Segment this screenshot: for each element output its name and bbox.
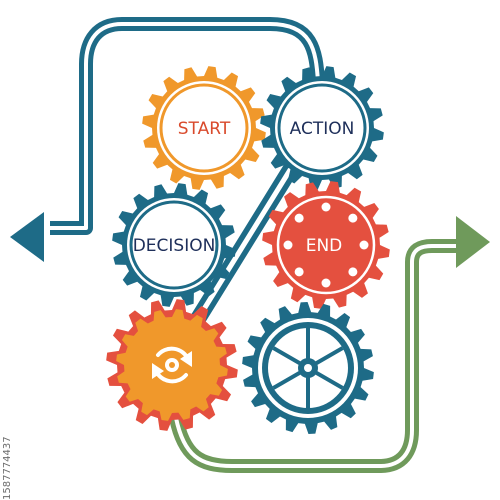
start-label: START [178, 119, 231, 139]
gear-body [262, 181, 390, 309]
gear-face [129, 200, 219, 290]
refresh-gear [106, 299, 238, 431]
gear-face [159, 83, 249, 173]
gear-dot [294, 267, 304, 277]
green-flow-band [169, 239, 462, 473]
stock-id-watermark: 1587774437 [2, 436, 13, 500]
gear-dot [359, 240, 369, 250]
gear-dot [283, 240, 293, 250]
gear-dot [321, 202, 331, 212]
arrow-left-icon [10, 212, 44, 262]
teal-flow-band [50, 17, 325, 235]
teal-diagonal-band [188, 162, 298, 330]
gear-face [277, 83, 367, 173]
wheel-gear [242, 302, 374, 434]
action-gear [260, 66, 384, 190]
end-gear [262, 181, 390, 309]
decision-label: DECISION [133, 236, 216, 256]
action-label: ACTION [290, 119, 355, 139]
refresh-icon [152, 346, 192, 384]
gear-dot [321, 278, 331, 288]
gear-dot [294, 213, 304, 223]
start-gear [142, 66, 266, 190]
gear-dot [348, 267, 358, 277]
decision-gear [112, 183, 236, 307]
gear-dot [348, 213, 358, 223]
end-label: END [306, 236, 343, 256]
gear-inner-ring [276, 195, 376, 295]
spoked-wheel-icon [272, 328, 344, 408]
arrow-right-icon [456, 216, 490, 268]
